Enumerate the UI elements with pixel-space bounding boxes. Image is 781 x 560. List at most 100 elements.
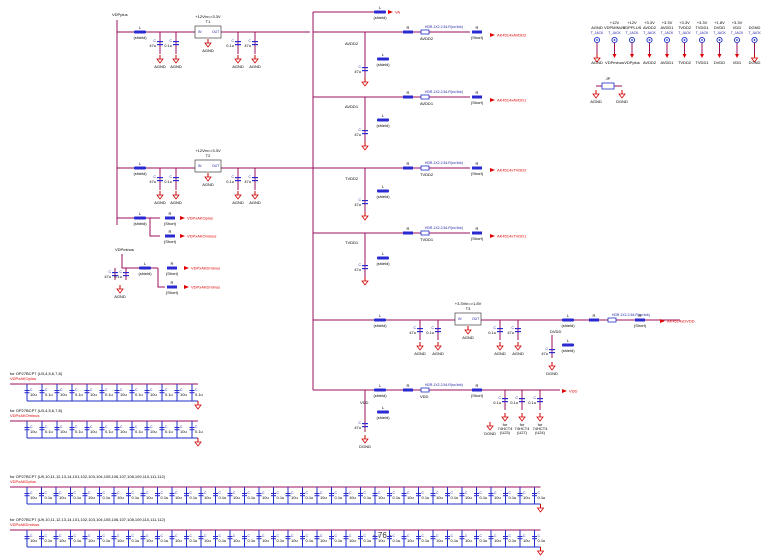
bank-cap-ref: C [132,534,135,538]
bank-cap-ref: C [74,534,77,538]
inductor-value: (shield) [373,323,387,328]
connector-jack-pin [648,39,651,41]
bank-cap-ref: C [204,491,207,495]
cap-ref: C [359,128,362,132]
bank-capacitor [84,429,90,431]
bank-capacitor [198,493,204,494]
cap-ref: C [512,326,515,330]
bank-capacitor [314,495,320,497]
bank-cap-ref: C [277,534,280,538]
cap-value: 0.1u [226,43,234,48]
cap-value: 0.1u [164,179,172,184]
ground-icon [361,438,369,444]
bank-cap-value: 0.1u [74,495,82,500]
bank-cap-ref: C [146,491,149,495]
bank-cap-value: 0.1u [190,538,198,543]
vdd-note-c: (U23) [500,430,511,435]
cap-value: 47u [149,179,156,184]
bank-cap-ref: C [45,491,48,495]
bank-cap-value: 10u [88,495,95,500]
inductor [134,166,146,170]
connector-name: VDD [733,25,742,30]
bank-capacitor [159,429,165,431]
tvdd1-net: TVDD1 [420,237,434,242]
vdpminus-split [157,268,165,288]
inductor-ref: L [139,161,142,166]
bank-capacitor [358,538,363,540]
bank-cap-ref: C [262,491,265,495]
inductor-value: (shield) [376,194,390,199]
capacitor [157,44,163,46]
jumper [420,165,430,171]
regulator-pin: OUT [212,30,219,34]
connector-arrow [682,54,687,58]
bank-cap-value: 10u [150,429,157,434]
bank-cap-ref: C [45,534,48,538]
ground-icon [251,194,259,200]
bank-cap-ref: C [219,534,222,538]
vdd-note-c: (U27) [517,430,528,435]
resistor [167,285,177,289]
bank-cap-ref: C [407,534,410,538]
bank-cap-ref: C [364,491,367,495]
bank-capacitor [184,538,189,540]
inductor-value: (shield) [138,271,152,276]
capacitor [549,352,555,354]
bank-cap-value: 10u [349,538,356,543]
ground-label: AGND [249,64,261,69]
bank-capacitor [24,538,30,540]
bank-cap-value: 0.1u [103,538,111,543]
bank-capacitor [474,538,479,540]
bank-cap-ref: C [509,491,512,495]
regulator-box [194,25,222,39]
cap-ref: C [120,270,123,274]
bank-capacitor [97,536,102,537]
bank-capacitor [488,536,494,537]
regulator-ref: T3 [466,306,471,311]
connector-jack [698,36,706,44]
bank-capacitor [99,429,105,431]
bank-capacitor [242,495,247,497]
cap-ref: C [546,347,549,351]
bank-cap-value: 10u [117,495,124,500]
bank-capacitor [129,429,135,431]
bank-cap-ref: C [349,534,352,538]
inductor [562,318,574,322]
ground-label: AGND [249,200,261,205]
bank-cap-value: 0.1u [480,538,488,543]
bank-cap-value: 10u [59,538,66,543]
net-label: VDPxAKDminus [191,266,220,271]
bank-rail: VDPxAKOplus [10,376,36,381]
cap-ref: C [109,270,112,274]
vdd-note-a: for [538,422,543,427]
inductor [139,266,151,270]
ground-icon [518,416,526,422]
bank-rail: VDPxAKDplus [10,479,36,484]
bank-cap-ref: C [436,491,439,495]
cap-value: 0.1u [528,400,536,405]
connector-jack [663,36,671,44]
resistor [167,266,177,270]
connector-type: T_JACK [678,31,691,35]
bank-cap-value: 10u [60,392,67,397]
bank-capacitor [155,538,160,540]
bank-cap-value: 10u [59,495,66,500]
bank-cap-ref: C [277,491,280,495]
bank-capacitor [24,392,30,394]
bank-capacitor [24,536,30,537]
bank-cap-ref: C [60,388,63,392]
bank-capacitor [39,536,44,537]
bank-capacitor [39,392,45,394]
connector-jack [628,36,636,44]
ground-label: AGND [202,182,214,187]
regulator-header: +3.3Vin=>1.8V [455,301,482,306]
regulator-pin: IN [198,164,202,168]
bank-capacitor [329,495,334,497]
net-arrow [490,234,495,238]
bank-capacitor [126,495,131,497]
inductor-value: (shield) [373,15,387,20]
bank-capacitor [459,493,465,494]
bank-capacitor [532,536,537,537]
cap-value: 47u [244,179,251,184]
cap-ref: C [249,39,252,43]
